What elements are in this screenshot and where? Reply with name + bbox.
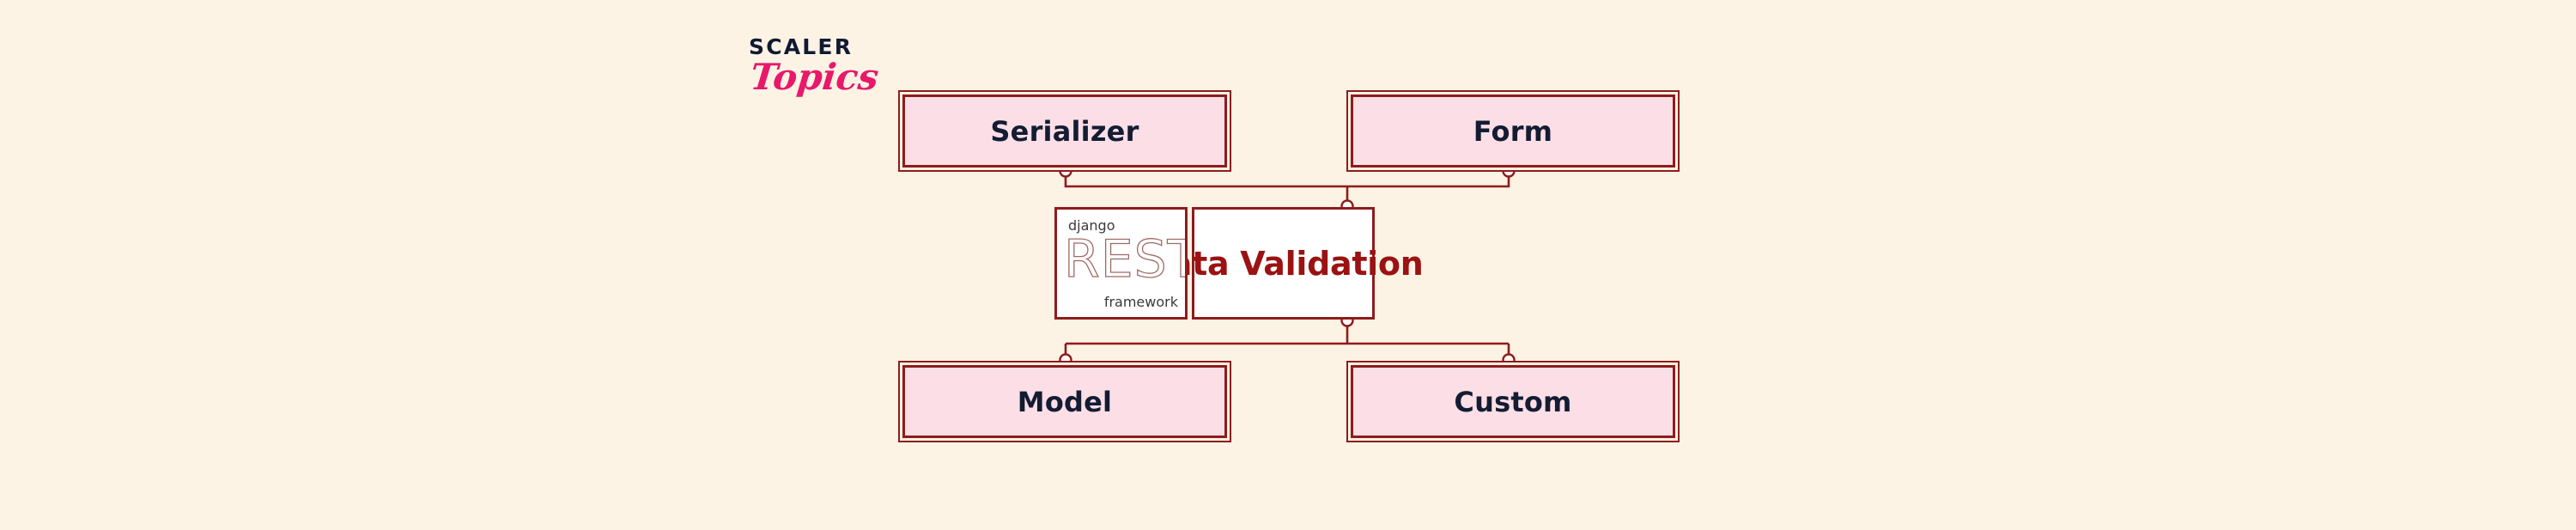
- node-serializer-body: Serializer: [902, 94, 1227, 168]
- node-model[interactable]: Model: [898, 361, 1231, 442]
- scaler-topics-logo: SCALER Topics: [748, 34, 903, 113]
- brand-tagline: Topics: [748, 56, 881, 98]
- node-custom[interactable]: Custom: [1346, 361, 1680, 442]
- node-form[interactable]: Form: [1346, 90, 1680, 172]
- node-form-label: Form: [1473, 114, 1553, 148]
- drf-logo-rest-text: REST: [1063, 229, 1188, 289]
- node-custom-label: Custom: [1454, 385, 1572, 418]
- django-rest-framework-logo: django REST framework: [1054, 207, 1188, 320]
- node-custom-body: Custom: [1351, 365, 1675, 438]
- node-data-validation-label: Data Validation: [1143, 244, 1424, 283]
- node-model-body: Model: [902, 365, 1227, 438]
- drf-logo-framework-text: framework: [1103, 294, 1178, 310]
- edge-form-to-center: [1347, 172, 1510, 188]
- edge-serializer-to-center: [1064, 172, 1347, 188]
- node-serializer[interactable]: Serializer: [898, 90, 1231, 172]
- drf-logo-django-text: django: [1068, 217, 1115, 234]
- node-model-label: Model: [1017, 385, 1113, 418]
- brand-name: SCALER: [749, 34, 854, 59]
- center-band: django REST framework Data Validation: [1054, 207, 1424, 320]
- node-data-validation[interactable]: Data Validation: [1144, 207, 1424, 320]
- node-serializer-label: Serializer: [990, 114, 1139, 148]
- node-form-body: Form: [1351, 94, 1675, 168]
